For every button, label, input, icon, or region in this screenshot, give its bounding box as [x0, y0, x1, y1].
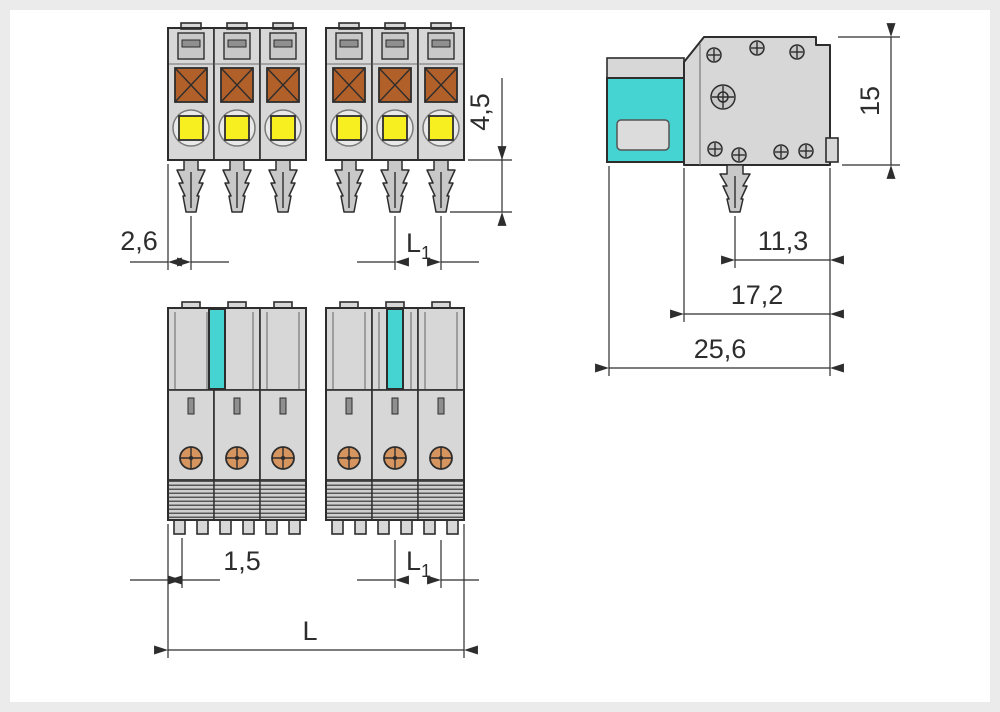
- dim-bottom-wall: 1,5: [130, 524, 261, 658]
- dim-side-foot-to-edge: 11,3: [721, 168, 844, 376]
- dim-label-flange-depth: 17,2: [731, 280, 784, 310]
- front-view: [167, 22, 465, 213]
- screw-icon: [707, 141, 723, 157]
- connector-pole-bottom: [325, 301, 373, 535]
- dim-label-wall: 1,5: [223, 546, 261, 576]
- front-group-outline: [325, 27, 465, 161]
- connector-pole-bottom: [417, 301, 465, 535]
- strain-relief-cap: [606, 57, 685, 81]
- dim-label-total-depth: 25,6: [694, 334, 747, 364]
- dim-front-edge-offset: 2,6: [120, 164, 229, 270]
- dim-label-pitch: L1: [406, 228, 431, 263]
- connector-pole-front: [417, 22, 465, 213]
- bottom-view: [167, 301, 465, 535]
- connector-pole-bottom: [259, 301, 307, 535]
- coding-stripe: [208, 308, 226, 390]
- connector-pole-front: [213, 22, 261, 213]
- connector-pole-front: [167, 22, 215, 213]
- dim-label-edge-offset: 2,6: [120, 226, 158, 256]
- connector-pole-bottom: [167, 301, 215, 535]
- bottom-group-outline: [167, 307, 307, 521]
- dim-label-height: 15: [855, 86, 885, 116]
- connector-pole-front: [325, 22, 373, 213]
- connector-pole-front: [259, 22, 307, 213]
- screw-icon: [710, 84, 736, 110]
- front-group-outline: [167, 27, 307, 161]
- dim-side-flange-depth: 17,2: [670, 168, 844, 322]
- dim-front-foot-height: 4,5: [450, 78, 512, 226]
- dim-label-pitch: L1: [406, 546, 431, 581]
- connector-pole-front: [371, 22, 419, 213]
- screw-icon: [749, 40, 765, 56]
- latch: [825, 137, 839, 163]
- coding-stripe: [386, 308, 404, 390]
- dim-label-foot-height: 4,5: [465, 93, 495, 131]
- dim-bottom-length: L: [154, 524, 478, 658]
- side-view: [606, 36, 839, 213]
- dim-label-foot-to-edge: 11,3: [758, 226, 809, 256]
- screw-icon: [773, 144, 789, 160]
- dim-front-pitch: L1: [357, 216, 479, 270]
- screw-icon: [731, 147, 747, 163]
- dim-side-height: 15: [838, 23, 900, 179]
- marker-field: [616, 119, 670, 151]
- dim-bottom-pitch: L1: [357, 540, 479, 588]
- dim-label-length: L: [302, 616, 317, 646]
- dim-side-total-depth: 25,6: [595, 166, 844, 376]
- screw-icon: [798, 143, 814, 159]
- screw-icon: [789, 44, 805, 60]
- bottom-group-outline: [325, 307, 465, 521]
- screw-icon: [706, 47, 722, 63]
